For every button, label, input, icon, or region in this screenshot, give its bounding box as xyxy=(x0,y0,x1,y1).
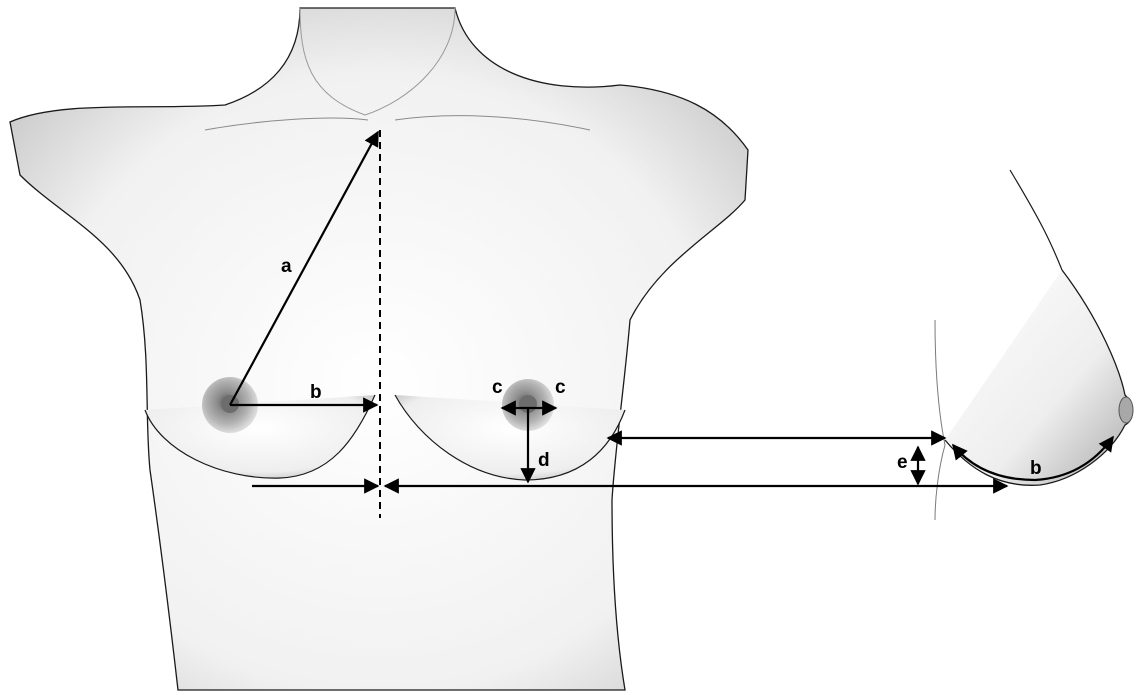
label-c-left: c xyxy=(492,377,503,398)
label-a: a xyxy=(281,256,292,277)
side-nipple xyxy=(1119,397,1133,423)
label-b-front: b xyxy=(310,382,322,403)
side-torso-line xyxy=(1010,170,1062,270)
label-d: d xyxy=(538,450,550,471)
side-chest-wall xyxy=(935,320,945,520)
side-breast-outline xyxy=(945,270,1133,485)
label-e: e xyxy=(897,452,908,473)
label-c-right: c xyxy=(555,377,566,398)
label-b-side: b xyxy=(1030,458,1042,479)
